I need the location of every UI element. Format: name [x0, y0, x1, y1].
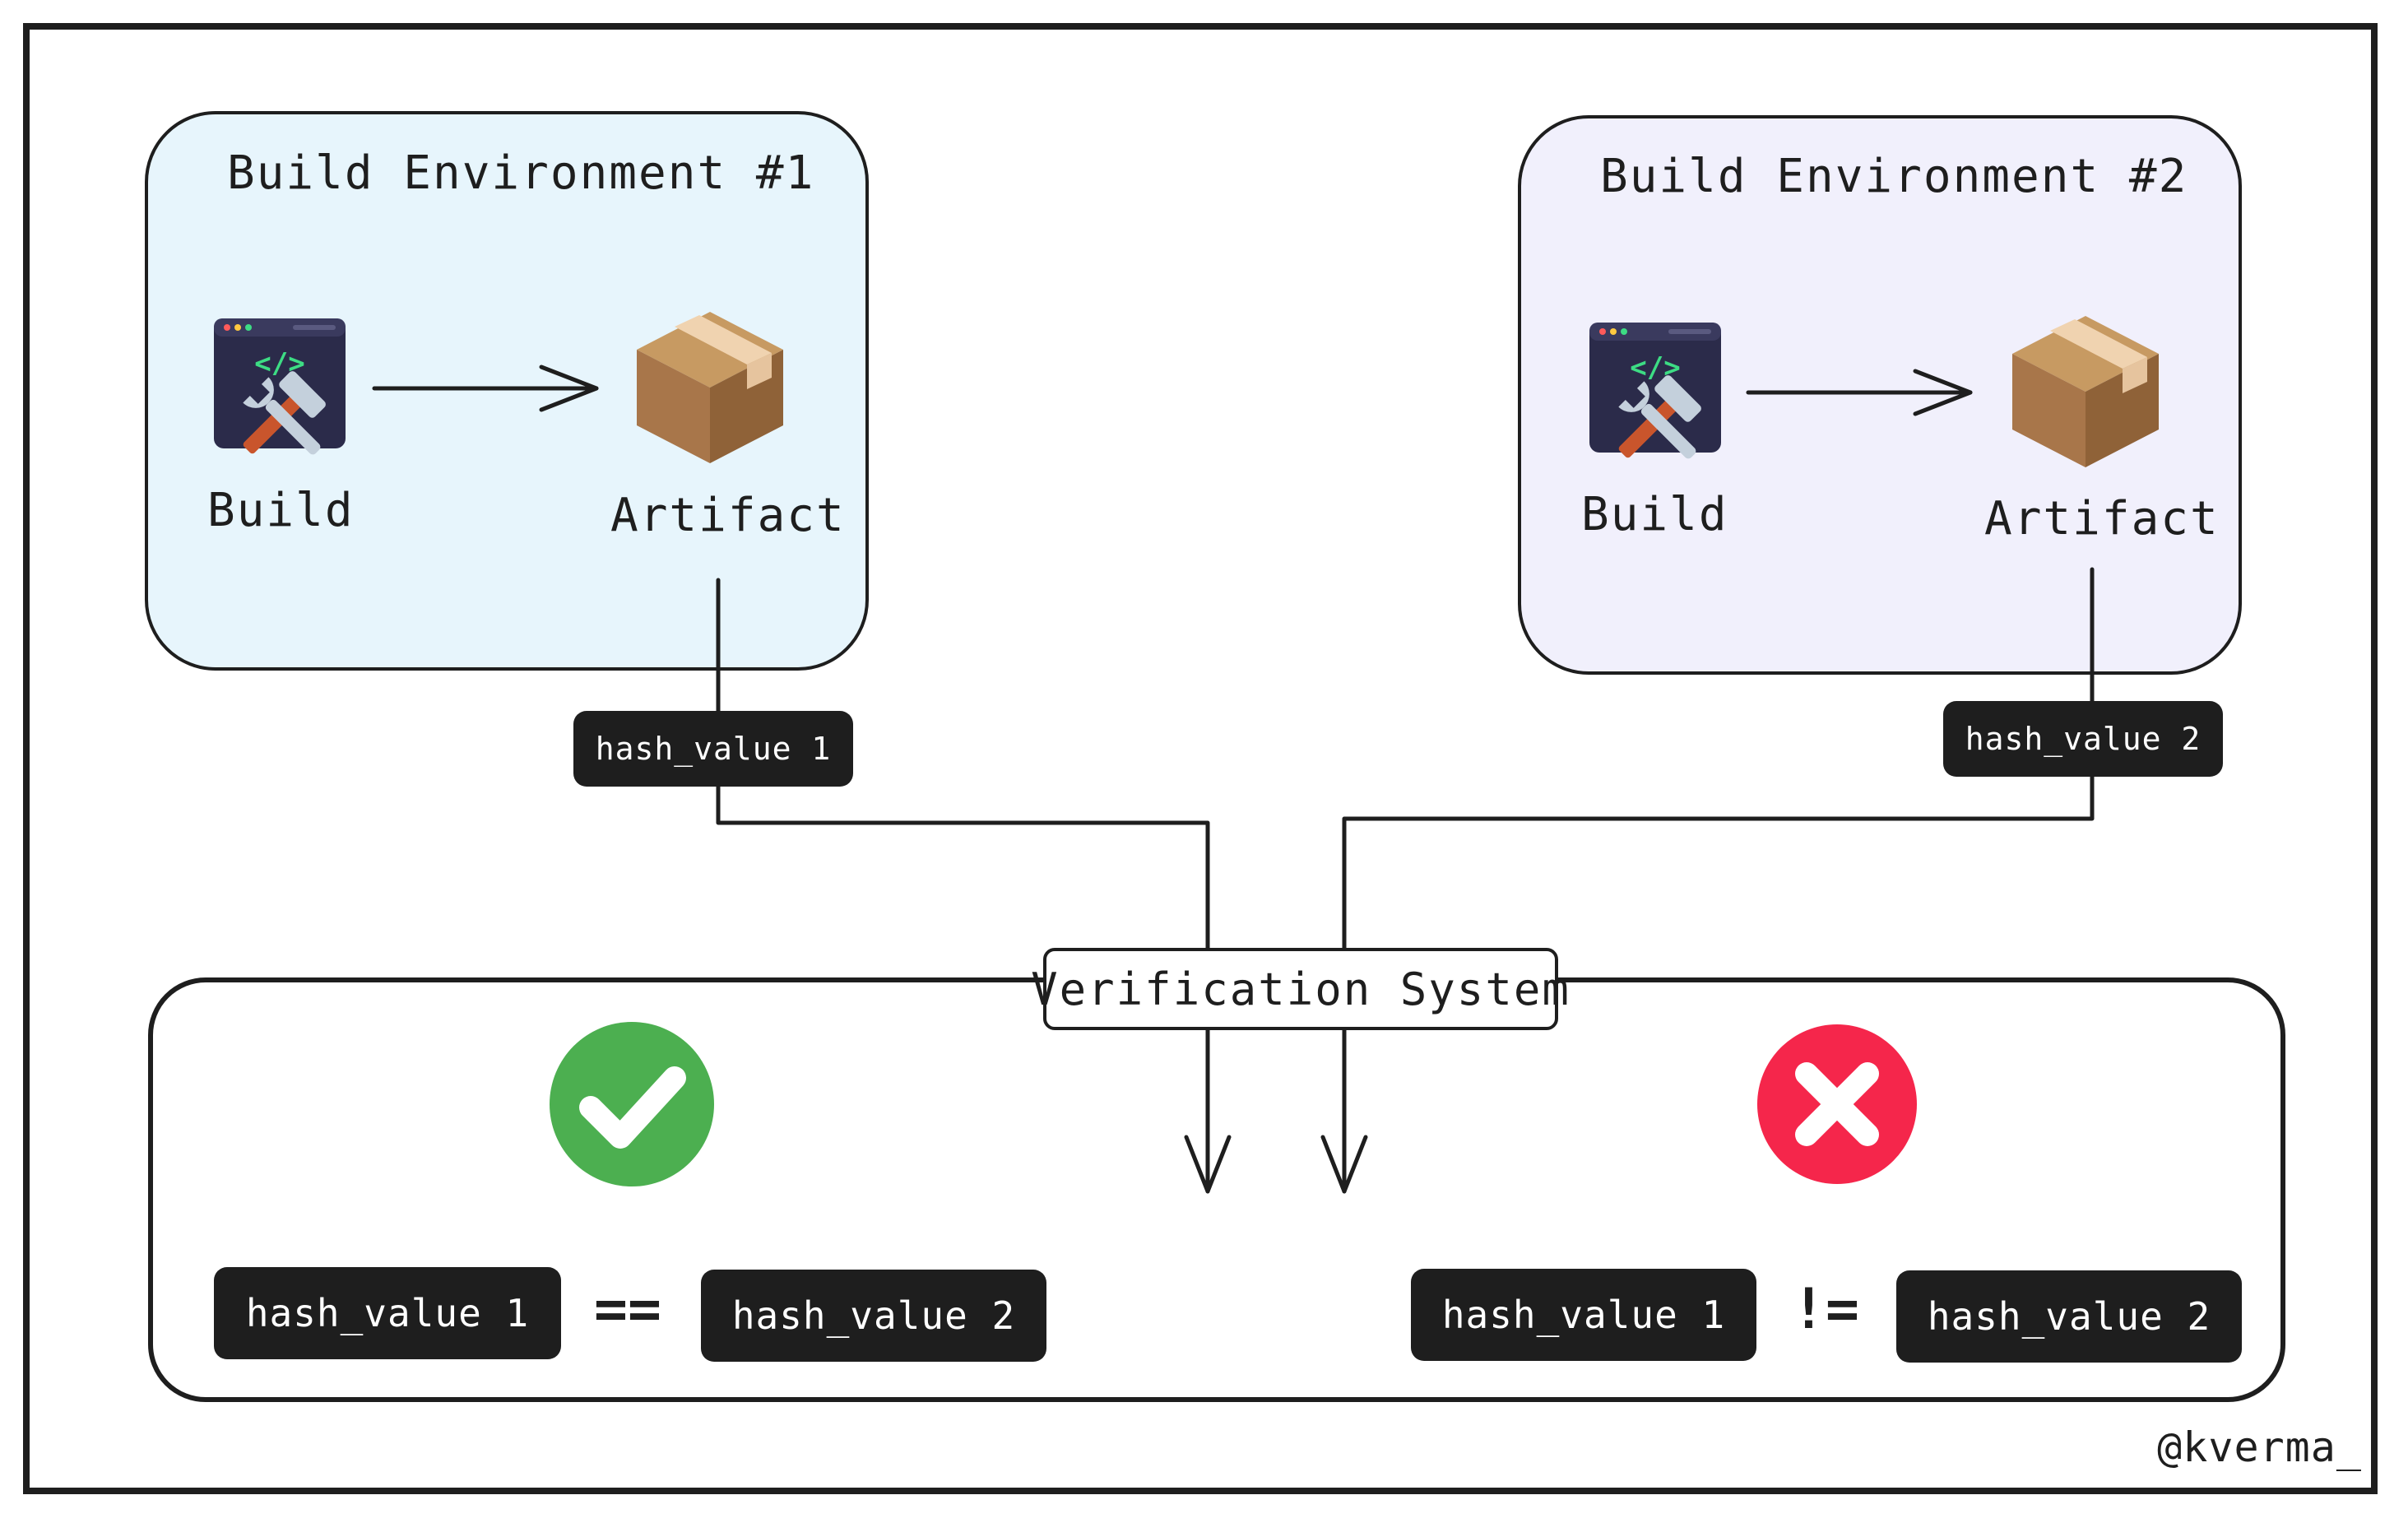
artifact-label-1: Artifact — [610, 489, 846, 542]
package-box-icon — [637, 312, 783, 463]
artifact-label-2: Artifact — [1984, 492, 2220, 546]
package-box-icon — [2012, 316, 2159, 467]
equals-operator: == — [594, 1277, 661, 1342]
build-tools-icon: </> — [214, 318, 346, 455]
build-environment-1-title: Build Environment #1 — [227, 146, 815, 200]
mismatch-left-hash: hash_value 1 — [1411, 1269, 1756, 1361]
build-tools-icon: </> — [1589, 323, 1721, 459]
x-circle-icon — [1757, 1024, 1917, 1184]
hash-chip-1: hash_value 1 — [573, 711, 853, 787]
not-equals-operator: != — [1792, 1277, 1859, 1342]
check-circle-icon — [550, 1022, 714, 1186]
mismatch-right-hash: hash_value 2 — [1896, 1270, 2242, 1363]
build-label-1: Build — [207, 484, 355, 537]
match-right-hash: hash_value 2 — [701, 1270, 1046, 1362]
hash-chip-2: hash_value 2 — [1943, 701, 2223, 777]
verification-system-label: Verification System — [1031, 948, 1569, 1030]
match-left-hash: hash_value 1 — [214, 1267, 561, 1359]
build-environment-2-title: Build Environment #2 — [1600, 150, 2188, 203]
build-label-2: Build — [1581, 488, 1728, 541]
author-credit: @kverma_ — [2157, 1423, 2362, 1471]
